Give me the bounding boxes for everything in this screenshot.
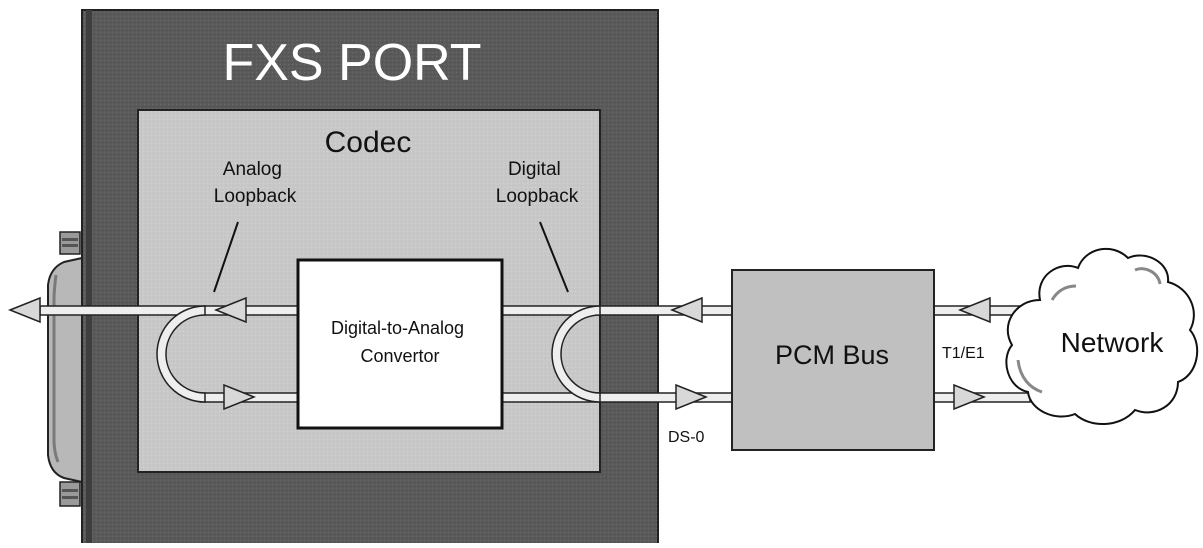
digital-loopback-label: Digital Loopback [496, 159, 579, 207]
arrow-top-1 [213, 296, 247, 324]
arrow-bottom-2 [675, 383, 709, 411]
converter-box: Digital-to-Analog Convertor [296, 258, 504, 430]
converter-label: Digital-to-Analog Convertor [331, 318, 469, 366]
t1e1-label: T1/E1 [942, 345, 985, 362]
output-arrowhead [7, 296, 41, 324]
codec-title: Codec [325, 126, 412, 159]
analog-loopback-label: Analog Loopback [214, 159, 297, 207]
fxs-port-title: FXS PORT [222, 34, 481, 92]
pcm-bus-box: PCM Bus [731, 269, 935, 451]
port-connector [47, 231, 83, 507]
arrow-bottom-3 [953, 383, 987, 411]
arrow-top-3 [957, 296, 991, 324]
signal-paths [7, 296, 1031, 411]
pcm-bus-label: PCM Bus [775, 340, 889, 370]
arrow-bottom-1 [223, 383, 257, 411]
digital-loopback-pointer [539, 221, 569, 293]
ds0-label: DS-0 [668, 429, 705, 446]
arrow-top-2 [669, 296, 703, 324]
digital-loopback-path [551, 305, 601, 403]
network-label: Network [1061, 327, 1165, 358]
network-cloud: Network [1005, 248, 1199, 426]
analog-loopback-path [156, 305, 206, 403]
analog-loopback-pointer [213, 221, 239, 293]
